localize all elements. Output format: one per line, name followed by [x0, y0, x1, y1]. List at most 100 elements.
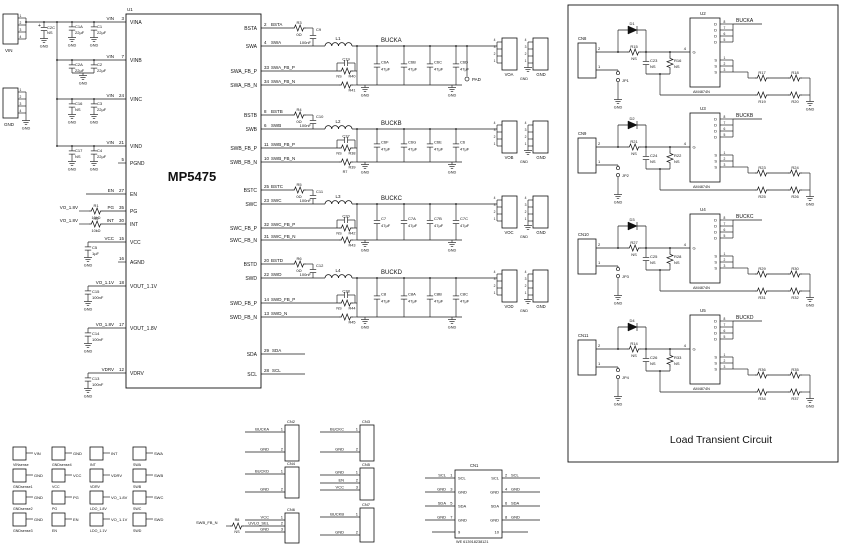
pin-number: 1 [525, 217, 527, 221]
pin-name: SWD_FB_N [230, 315, 258, 321]
ref-des: R5 [296, 182, 302, 187]
component-box [501, 37, 518, 71]
ref-des: C25 [650, 254, 658, 259]
gnd-label: GND [79, 82, 88, 86]
testpoint-name: PG [52, 507, 57, 511]
pin-number: 2 [598, 242, 601, 247]
junction [616, 368, 620, 372]
ref-des: L4 [335, 268, 341, 273]
net-label: VIN [106, 93, 114, 98]
net-label: GND [335, 447, 344, 452]
ref-des: R40 [349, 75, 356, 79]
ref-des: R19 [758, 99, 766, 104]
pin-name: SCL [247, 372, 257, 378]
net-label: SWB [154, 473, 163, 478]
load-transient-title: Load Transient Circuit [670, 434, 772, 446]
pin-number: 3 [281, 527, 284, 532]
resistor-icon [339, 236, 353, 244]
net-label: SWA_FB_P [271, 65, 295, 70]
pin-number: 3 [724, 163, 726, 167]
ic-body [125, 13, 262, 389]
resistor-icon [755, 186, 769, 194]
ref-des: R21 [630, 139, 638, 144]
component-box [359, 507, 375, 543]
resistor-icon [666, 56, 674, 70]
pin-name: D [714, 218, 717, 223]
component-box [532, 269, 549, 303]
net-label: INT [111, 451, 118, 456]
ref-des: C38 [342, 289, 350, 294]
value: NS [47, 30, 53, 35]
net-label: BUCKC [381, 196, 403, 202]
net-label: BUCKB [736, 113, 754, 119]
value: 100nF [92, 295, 104, 300]
gnd-label: GND [22, 127, 31, 131]
net-label: BSTB [271, 109, 283, 114]
resistor-icon [230, 522, 244, 530]
gnd-label: GND [806, 304, 815, 308]
pin-name: S [714, 367, 717, 372]
pin-number: 1 [494, 217, 496, 221]
testpoint-name: GNDsense1 [13, 485, 33, 489]
pin-number: 2 [494, 284, 496, 288]
ref-des: R17 [758, 70, 766, 75]
net-label: SWB_FB_N [196, 520, 218, 525]
resistor-icon [627, 244, 641, 252]
net-label: VCC [336, 485, 345, 490]
testpoint-name: SWD [133, 529, 142, 533]
component-box [501, 195, 518, 229]
gnd-label: GND [68, 44, 77, 48]
pin-name: D [714, 135, 717, 140]
net-label: EN [338, 478, 344, 483]
ref-des: R23 [758, 165, 766, 170]
net-label: BUCKD [381, 270, 403, 276]
value: NS [650, 159, 656, 164]
resistor-icon [788, 169, 802, 177]
connector-label: GND [536, 230, 545, 235]
pin-name: SWA_FB_N [230, 83, 257, 89]
pin-name: BSTD [244, 262, 258, 268]
pin-name: S [714, 355, 717, 360]
pin-number: 1 [724, 151, 726, 155]
pin-number: 8 [505, 515, 508, 520]
connector-name: CN3 [362, 419, 371, 424]
pin-number: 18 [119, 280, 125, 285]
net-label: VO_1.1V [96, 280, 114, 285]
gnd-label: GND [90, 44, 99, 48]
junction [617, 146, 619, 148]
component-box [532, 195, 549, 229]
pin-number: 6 [505, 501, 508, 506]
ref-des: C8C [460, 292, 468, 297]
pin-number: 1 [598, 64, 601, 69]
pin-name: D [714, 319, 717, 324]
ref-des: C6B [408, 60, 416, 65]
connector-label: VOD [504, 304, 513, 309]
pin-name: SCL [491, 476, 500, 481]
net-label: SWA_FB_N [271, 79, 295, 84]
pin-name: S [714, 58, 717, 63]
ref-des: C5 [92, 245, 98, 250]
pin-number: 1 [724, 56, 726, 60]
pin-name: D [714, 331, 717, 336]
pin-number: 2 [598, 141, 601, 146]
part-number: AM4874N [693, 286, 710, 290]
value: 100nF [300, 40, 312, 45]
net-label: VIN [106, 54, 114, 59]
pin-number: 22 [264, 272, 270, 277]
component-box [12, 512, 27, 527]
connector-name: CN10 [578, 232, 589, 237]
pin-name: S [714, 159, 717, 164]
pin-number: 8 [724, 20, 726, 24]
pin-number: 7 [724, 222, 726, 226]
value: 22µF [75, 68, 85, 73]
ic-part-number: MP5475 [168, 169, 216, 184]
gnd-label: GND [361, 94, 370, 98]
value: 1µF [92, 251, 100, 256]
resistor-icon [788, 371, 802, 379]
value: NS [650, 361, 656, 366]
value: 47µF [460, 223, 470, 228]
net-label: SWB [271, 123, 281, 128]
part-number: AM4874N [693, 387, 710, 391]
part-number: AM4874N [693, 90, 710, 94]
value: NS [336, 232, 342, 236]
